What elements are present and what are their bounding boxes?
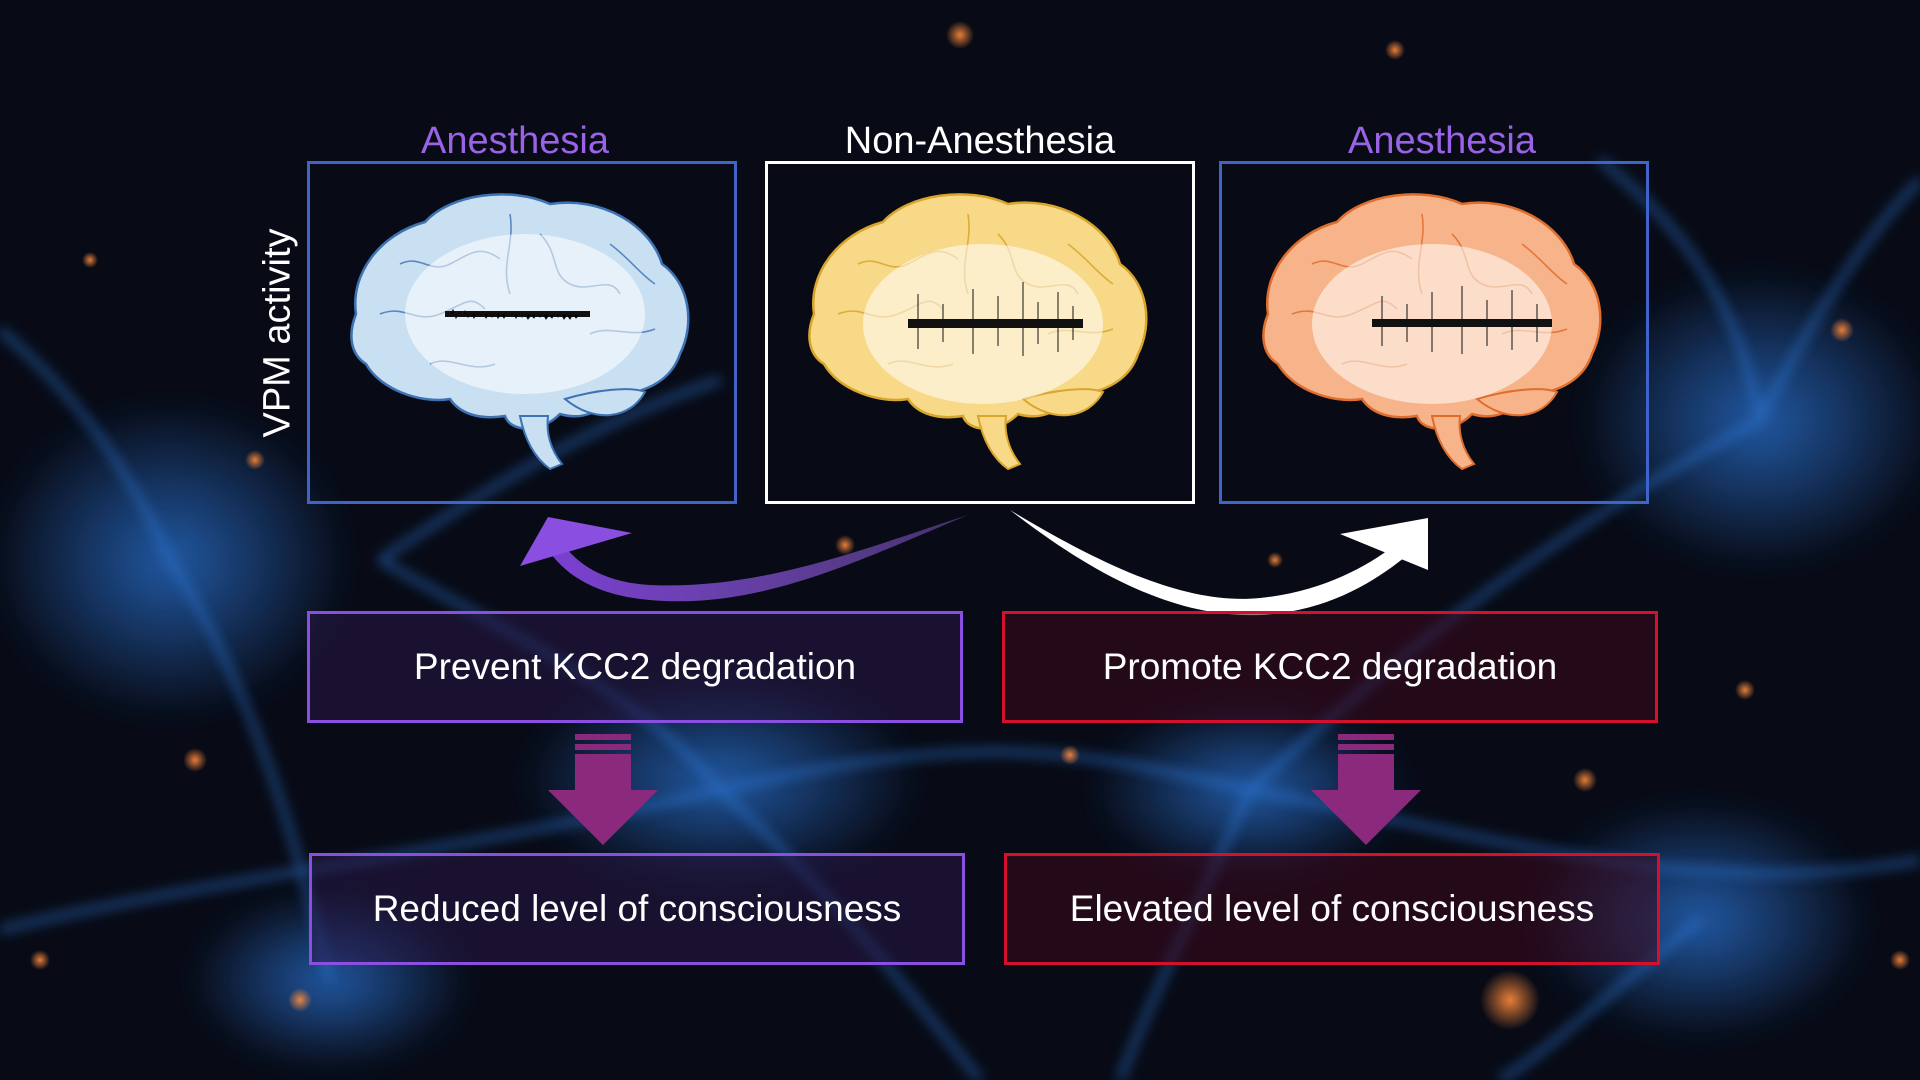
brain-illustration-yellow: [808, 193, 1148, 471]
panel-anesthesia-left: [307, 161, 737, 504]
promote-kcc2-text: Promote KCC2 degradation: [1102, 646, 1558, 687]
prevent-kcc2-text: Prevent KCC2 degradation: [413, 646, 857, 687]
panel-title-anesthesia-right: Anesthesia: [1347, 120, 1536, 162]
brain-illustration-orange: [1262, 193, 1602, 471]
panel-title-non-anesthesia: Non-Anesthesia: [844, 120, 1116, 162]
panel-anesthesia-right: [1219, 161, 1649, 504]
panel-title-anesthesia-left: Anesthesia: [420, 120, 609, 162]
elevated-consciousness-text: Elevated level of consciousness: [1069, 888, 1595, 929]
reduced-consciousness-text: Reduced level of consciousness: [372, 888, 902, 929]
elevated-consciousness-box: Elevated level of consciousness: [1004, 853, 1660, 965]
reduced-consciousness-box: Reduced level of consciousness: [309, 853, 965, 965]
prevent-kcc2-box: Prevent KCC2 degradation: [307, 611, 963, 723]
brain-illustration-blue: [350, 193, 690, 471]
panel-non-anesthesia: [765, 161, 1195, 504]
promote-kcc2-box: Promote KCC2 degradation: [1002, 611, 1658, 723]
vpm-activity-label: VPM activity: [256, 228, 299, 438]
